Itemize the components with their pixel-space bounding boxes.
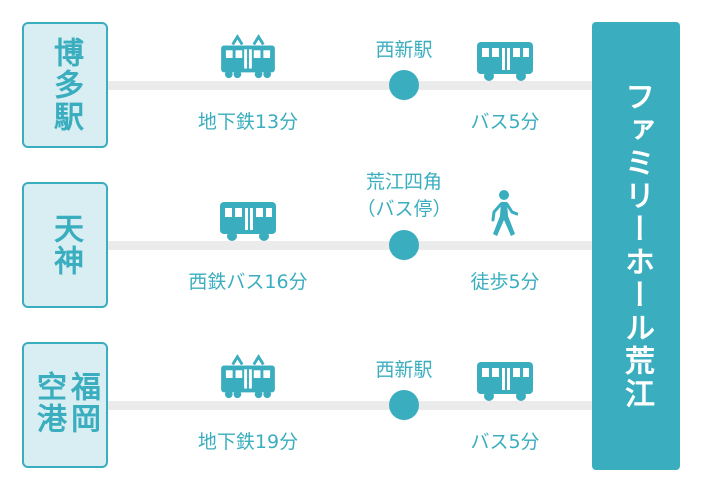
leg2-label: バス5分 bbox=[470, 431, 540, 453]
transfer-dot bbox=[389, 70, 419, 100]
leg1-label: 地下鉄13分 bbox=[197, 111, 299, 133]
transfer-dot bbox=[389, 230, 419, 260]
route-line bbox=[108, 81, 594, 90]
walking-person-icon bbox=[488, 190, 518, 238]
route-line bbox=[108, 241, 594, 250]
leg1-label: 西鉄バス16分 bbox=[188, 271, 308, 293]
route-line bbox=[108, 401, 594, 410]
bus-icon bbox=[475, 360, 535, 402]
origin-tenjin: 天神 bbox=[22, 182, 108, 308]
transfer-stop-label: 荒江四角 bbox=[365, 171, 443, 193]
origin-fukuoka-airport: 福岡空港 bbox=[22, 342, 108, 468]
leg2-label: バス5分 bbox=[470, 111, 540, 133]
destination-family-hall-arae: ファミリーホール荒江 bbox=[592, 22, 680, 470]
transfer-stop-label: 西新駅 bbox=[375, 39, 433, 61]
transfer-stop-label: 西新駅 bbox=[375, 359, 433, 381]
leg2-label: 徒歩5分 bbox=[470, 271, 540, 293]
train-icon bbox=[219, 33, 277, 81]
bus-icon bbox=[218, 200, 278, 242]
transfer-stop-sublabel: （バス停） bbox=[356, 198, 452, 220]
leg1-label: 地下鉄19分 bbox=[197, 431, 299, 453]
train-icon bbox=[219, 353, 277, 401]
transfer-dot bbox=[389, 390, 419, 420]
bus-icon bbox=[475, 40, 535, 82]
origin-hakata-station: 博多駅 bbox=[22, 22, 108, 148]
